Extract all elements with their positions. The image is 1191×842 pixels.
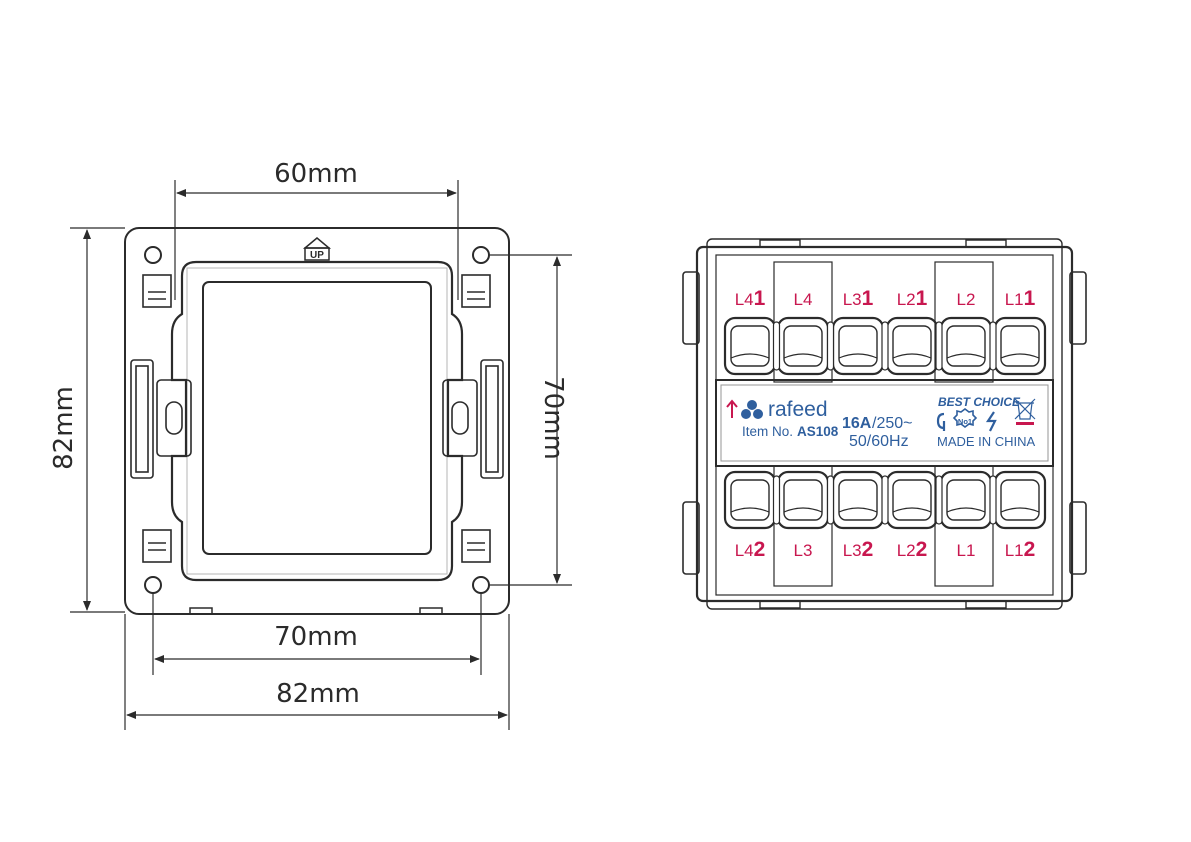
brand-logo-icon [741,400,763,419]
made-in: MADE IN CHINA [937,434,1036,449]
terminal-label-bottom-1: L42 [735,538,766,561]
terminal-holes-bottom [723,470,1047,530]
certification-icons [936,408,997,432]
terminal-labels-bottom: L42 L3 L32 L22 L1 L12 [735,538,1036,561]
terminal-label-top-6: L11 [1005,287,1036,310]
terminal-hole-bottom-6 [993,470,1047,530]
terminal-hole-bottom-1 [723,470,777,530]
terminal-label-top-1: L41 [735,287,766,310]
dim-bottom-outer-width: 82mm [276,679,360,709]
terminal-hole-top-2 [776,316,830,376]
best-choice: BEST CHOICE [938,395,1021,409]
product-info: rafeed Item No. AS108 16A /250~ 50/60Hz … [726,395,1036,450]
no1-badge-icon [952,408,978,428]
terminal-divider [881,475,889,525]
terminal-hole-bottom-5 [939,470,993,530]
item-prefix: Item No. [742,424,793,439]
screw-hole-bottom-left [144,576,162,594]
badge-no1: No1 [958,417,972,426]
rating-amps: 16A [842,415,872,432]
terminal-holes-top [723,316,1047,376]
terminal-divider [935,475,943,525]
dim-right-height: 70mm [538,376,568,460]
up-arrow-icon [726,399,738,418]
terminal-hole-top-1 [723,316,777,376]
terminal-label-top-3: L31 [843,287,874,310]
item-number: AS108 [797,424,839,439]
terminal-divider [772,475,781,525]
terminal-hole-bottom-4 [885,470,939,530]
up-arrow-icon: UP [302,237,332,261]
brand-name: rafeed [768,398,828,421]
dim-bottom-inner-width: 70mm [274,622,358,652]
terminal-divider [989,475,997,525]
terminal-label-top-4: L21 [897,287,928,310]
dimension-lines [70,180,572,730]
frequency: 50/60Hz [849,433,909,450]
screw-hole-top-left [144,246,162,264]
terminal-divider [826,475,835,525]
terminal-hole-bottom-2 [776,470,830,530]
dim-top-width: 60mm [274,159,358,189]
terminal-hole-bottom-3 [831,470,885,530]
terminal-hole-top-6 [993,316,1047,376]
weee-bin-icon [1014,398,1036,425]
screw-hole-bottom-right [472,576,490,594]
terminal-label-bottom-5: L1 [957,541,976,560]
terminal-label-bottom-6: L12 [1005,538,1036,561]
terminal-hole-top-4 [885,316,939,376]
terminal-label-bottom-2: L3 [794,541,813,560]
rating-volts: /250~ [872,415,912,432]
terminal-label-top-2: L4 [794,290,813,309]
lightning-icon [985,411,997,432]
terminal-divider [881,321,889,371]
terminal-divider [772,321,781,371]
terminal-hole-top-5 [939,316,993,376]
terminal-divider [935,321,943,371]
terminal-label-bottom-3: L32 [843,538,874,561]
terminal-label-top-5: L2 [957,290,976,309]
terminal-divider [989,321,997,371]
terminal-hole-top-3 [831,316,885,376]
mounting-frame: UP [124,227,510,615]
screw-hole-top-right [472,246,490,264]
quality-mark-icon [936,412,946,431]
dim-left-height: 82mm [49,386,79,470]
terminal-label-bottom-4: L22 [897,538,928,561]
switch-module: L41 L4 L31 L21 L2 L11 L42 L3 L32 L22 L1 L12 rafeed… [682,238,1087,610]
terminal-divider [826,321,835,371]
up-label: UP [310,250,324,261]
terminal-labels-top: L41 L4 L31 L21 L2 L11 [735,287,1036,310]
